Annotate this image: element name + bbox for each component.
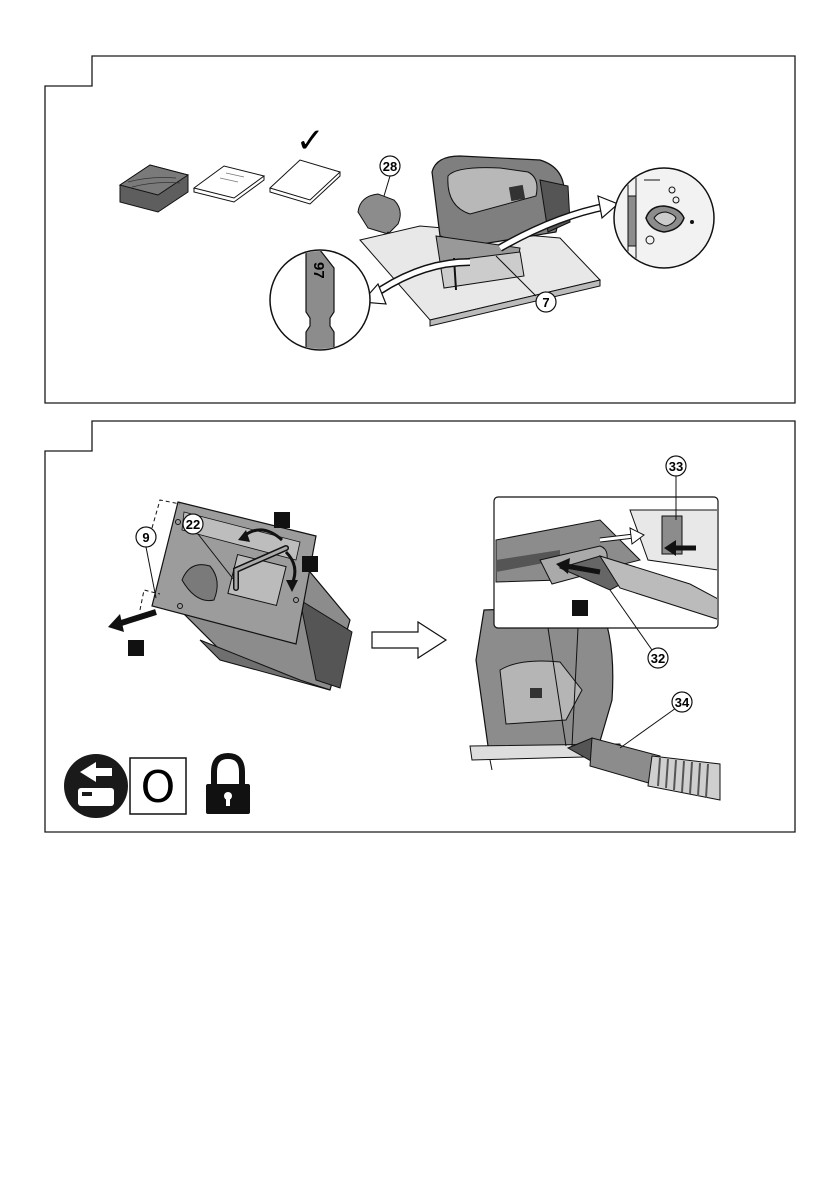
callout-hex-key: 22 bbox=[186, 517, 200, 532]
next-step-arrow bbox=[372, 622, 446, 658]
step-marker-3 bbox=[128, 640, 144, 656]
panel-base-plate-and-dust: 9 22 34 bbox=[0, 410, 840, 840]
dust-adapter-inset bbox=[494, 497, 720, 628]
callout-dust-adapter-clip: 33 bbox=[669, 459, 683, 474]
step-marker-1 bbox=[274, 512, 290, 528]
step-marker-2 bbox=[302, 556, 318, 572]
checkmark-icon: ✓ bbox=[296, 121, 325, 161]
remove-battery-icon bbox=[64, 754, 128, 818]
panel-blade-lubrication: ✓ 28 7 97 bbox=[0, 0, 840, 410]
vacuum-hose bbox=[568, 738, 720, 800]
switch-off-symbol: O bbox=[141, 762, 176, 813]
plastic-sheet-icon bbox=[194, 166, 264, 202]
callout-dust-adapter: 32 bbox=[651, 651, 665, 666]
lock-icon bbox=[206, 756, 250, 814]
metal-sheet-icon bbox=[270, 160, 340, 204]
lever-zoom-circle bbox=[614, 168, 714, 268]
callout-oil: 28 bbox=[383, 159, 397, 174]
slide-out-arrow bbox=[118, 612, 156, 624]
callout-vacuum-hose: 34 bbox=[675, 695, 690, 710]
step-marker-4 bbox=[572, 600, 588, 616]
callout-lever: 7 bbox=[542, 295, 549, 310]
blade-marking: 97 bbox=[310, 262, 327, 279]
wood-sheet-icon bbox=[120, 165, 188, 212]
callout-base-plate: 9 bbox=[142, 530, 149, 545]
